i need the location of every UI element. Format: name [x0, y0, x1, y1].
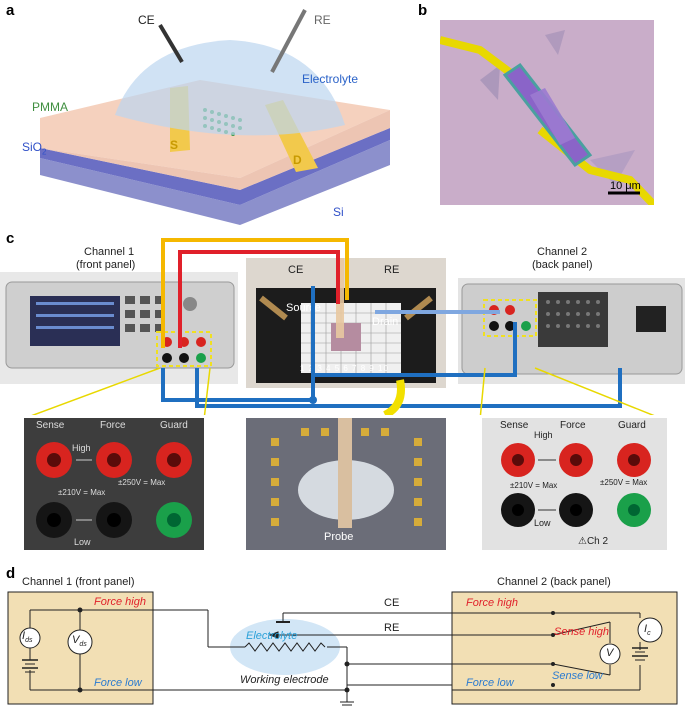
board-ce-label: CE [288, 264, 304, 276]
force-low-2: Force low [466, 677, 514, 689]
force-low-1: Force low [94, 677, 142, 689]
probe-zoom-photo [246, 418, 446, 550]
sio2-label: SiO2 [22, 140, 47, 157]
z1-sense: Sense [36, 420, 65, 431]
ch2-title-line2: (back panel) [532, 259, 593, 271]
working-electrode-label: Working electrode [240, 674, 329, 686]
re-label: RE [314, 13, 331, 27]
board-photo [246, 258, 446, 388]
red-wire [178, 250, 340, 348]
ce-wire-label: CE [384, 597, 400, 609]
sio2-layer [40, 128, 390, 205]
device-schematic [40, 9, 390, 225]
panel-label-c: c [6, 230, 15, 247]
panel-label-d: d [6, 565, 16, 582]
z2-210: ±210V = Max [510, 481, 558, 490]
ch2-title-line1: Channel 2 [537, 246, 588, 258]
z1-force: Force [100, 420, 126, 431]
d-ch2-title: Channel 2 (back panel) [497, 576, 611, 588]
z2-250: ±250V = Max [600, 478, 648, 487]
voltmeter-label: V [606, 647, 614, 659]
electrolyte-label: Electrolyte [302, 72, 359, 86]
z2-guard: Guard [618, 420, 646, 431]
panel-label-b: b [418, 2, 428, 19]
d-ch1-title: Channel 1 (front panel) [22, 576, 135, 588]
force-high-1: Force high [94, 596, 146, 608]
z2-low: Low [534, 518, 551, 528]
yellow-wire [161, 238, 349, 348]
circuit-diagram [7, 591, 678, 706]
z2-sense: Sense [500, 420, 529, 431]
force-high-2: Force high [466, 597, 518, 609]
sense-low: Sense low [552, 670, 603, 682]
board-re-label: RE [384, 264, 400, 276]
si-substrate-side [40, 140, 390, 225]
re-wire-label: RE [384, 622, 400, 634]
z1-guard: Guard [160, 420, 188, 431]
sense-high: Sense high [554, 626, 610, 638]
board-numbers: 1 2 3 4 5 6 7 8 9 10 [300, 364, 389, 373]
z2-high: High [534, 430, 553, 440]
channel1-terminal-zoom [24, 418, 204, 550]
channel1-instrument-photo [0, 272, 238, 384]
blue-wire-low [195, 368, 622, 408]
si-label: Si [333, 205, 344, 219]
wiring-overlay [31, 238, 655, 415]
board-drain-label: Drain [372, 316, 399, 328]
ch1-title-line2: (front panel) [76, 259, 136, 271]
zoom-arrow [382, 379, 405, 415]
ce-label: CE [138, 13, 155, 27]
z1-250: ±250V = Max [118, 478, 166, 487]
probe-label: Probe [324, 531, 354, 543]
panel-label-a: a [6, 2, 15, 19]
ic-label: Ic [644, 623, 651, 638]
vds-label: Vds [72, 634, 87, 649]
re-needle [270, 9, 307, 73]
channel2-terminal-zoom [482, 418, 667, 550]
ids-label: Ids [22, 630, 33, 645]
z1-low: Low [74, 537, 91, 547]
blue-wire-drain [313, 322, 517, 377]
source-label: S [170, 138, 179, 152]
scale-bar-label: 10 μm [610, 180, 641, 192]
ce-needle [158, 23, 184, 64]
blue-wire-source [161, 286, 315, 402]
z1-210: ±210V = Max [58, 488, 106, 497]
z2-ch2: ⚠Ch 2 [578, 536, 609, 547]
z1-high: High [72, 443, 91, 453]
electrolyte-region [230, 619, 340, 675]
drain-label: D [293, 153, 302, 167]
z2-force: Force [560, 420, 586, 431]
electrolyte-circuit-label: Electrolyte [246, 630, 298, 642]
pmma-label: PMMA [32, 100, 68, 114]
electrolyte-droplet [115, 40, 345, 136]
ch1-title-line1: Channel 1 [84, 246, 135, 258]
device-micrograph [440, 20, 654, 205]
